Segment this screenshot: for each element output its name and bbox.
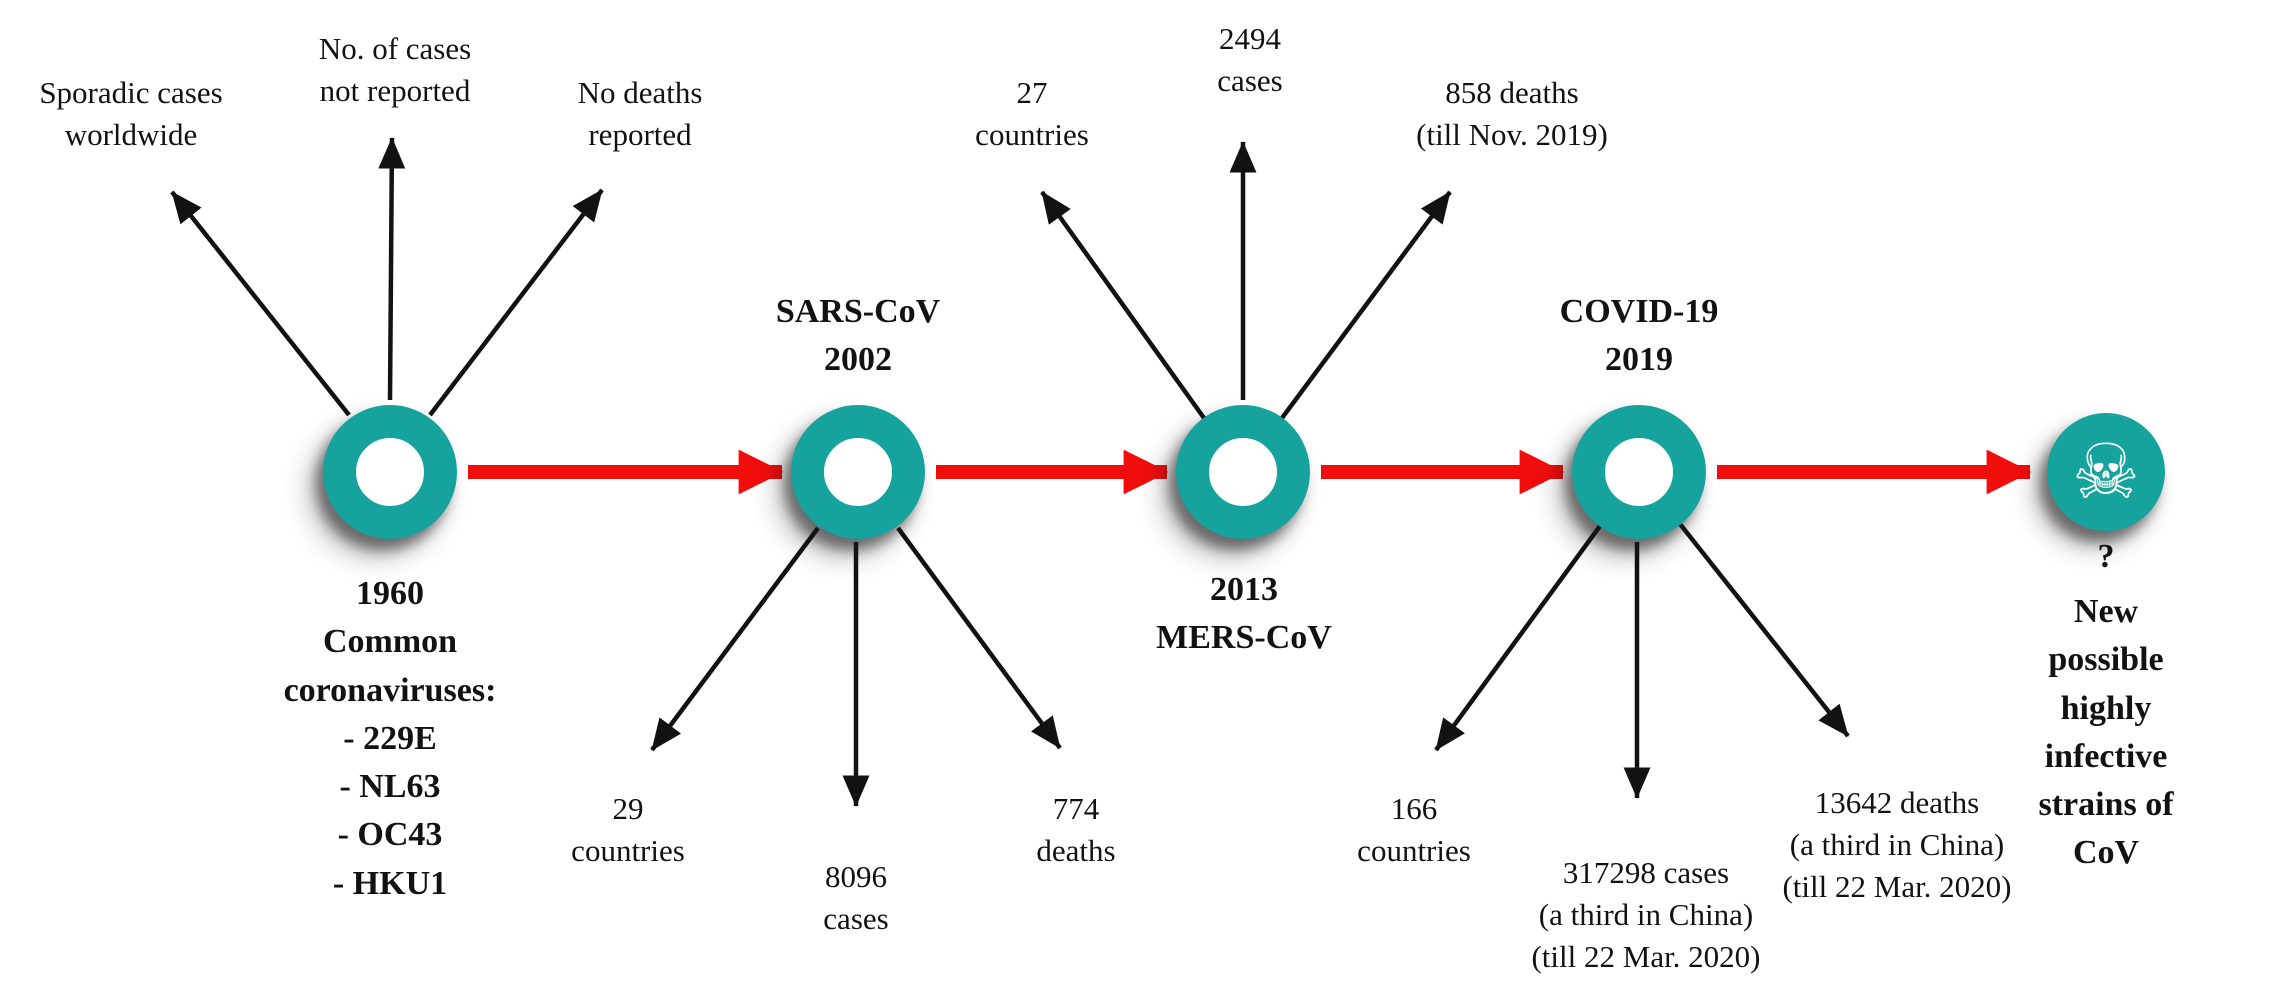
timeline-node-sars: [791, 405, 925, 539]
arrow-mers-deaths: [1280, 190, 1452, 420]
callout-1960-deaths: No deaths reported: [577, 75, 703, 152]
timeline-node-future: ☠: [2047, 413, 2165, 531]
arrow-1960-cases: [378, 137, 406, 401]
label-1960: 1960 Common coronaviruses: - 229E - NL63…: [283, 575, 497, 902]
callout-sars-deaths: 774 deaths: [1036, 791, 1116, 868]
arrow-covid-countries: [1434, 524, 1602, 752]
timeline-node-1960: [323, 405, 457, 539]
timeline-node-covid: [1572, 405, 1706, 539]
arrow-covid-deaths: [1678, 522, 1850, 738]
arrow-1960-deaths: [428, 188, 604, 417]
callout-1960-cases: No. of cases not reported: [318, 31, 472, 108]
callout-sars-countries: 29 countries: [571, 791, 685, 868]
label-future: New possible highly infective strains of…: [2038, 593, 2174, 872]
future-question-mark: ?: [2097, 538, 2115, 575]
arrow-sars-deaths: [896, 526, 1062, 750]
label-mers: 2013 MERS-CoV: [1156, 571, 1332, 657]
label-covid: COVID-19 2019: [1559, 293, 1719, 379]
callout-covid-deaths: 13642 deaths (a third in China) (till 22…: [1782, 785, 2012, 904]
arrow-mers-countries: [1040, 190, 1206, 420]
timeline-node-mers: [1176, 405, 1310, 539]
label-sars: SARS-CoV 2002: [775, 293, 941, 379]
callout-covid-countries: 166 countries: [1357, 791, 1471, 868]
skull-crossbones-icon: ☠: [2071, 427, 2141, 516]
callout-mers-deaths: 858 deaths (till Nov. 2019): [1416, 75, 1608, 152]
callout-sars-cases: 8096 cases: [823, 859, 889, 936]
arrow-sars-countries: [650, 526, 820, 752]
callout-mers-countries: 27 countries: [975, 75, 1089, 152]
callout-1960-sporadic: Sporadic cases worldwide: [39, 75, 223, 152]
callout-mers-cases: 2494 cases: [1217, 21, 1283, 98]
callout-covid-cases: 317298 cases (a third in China) (till 22…: [1531, 855, 1761, 974]
arrow-1960-sporadic: [170, 190, 351, 417]
